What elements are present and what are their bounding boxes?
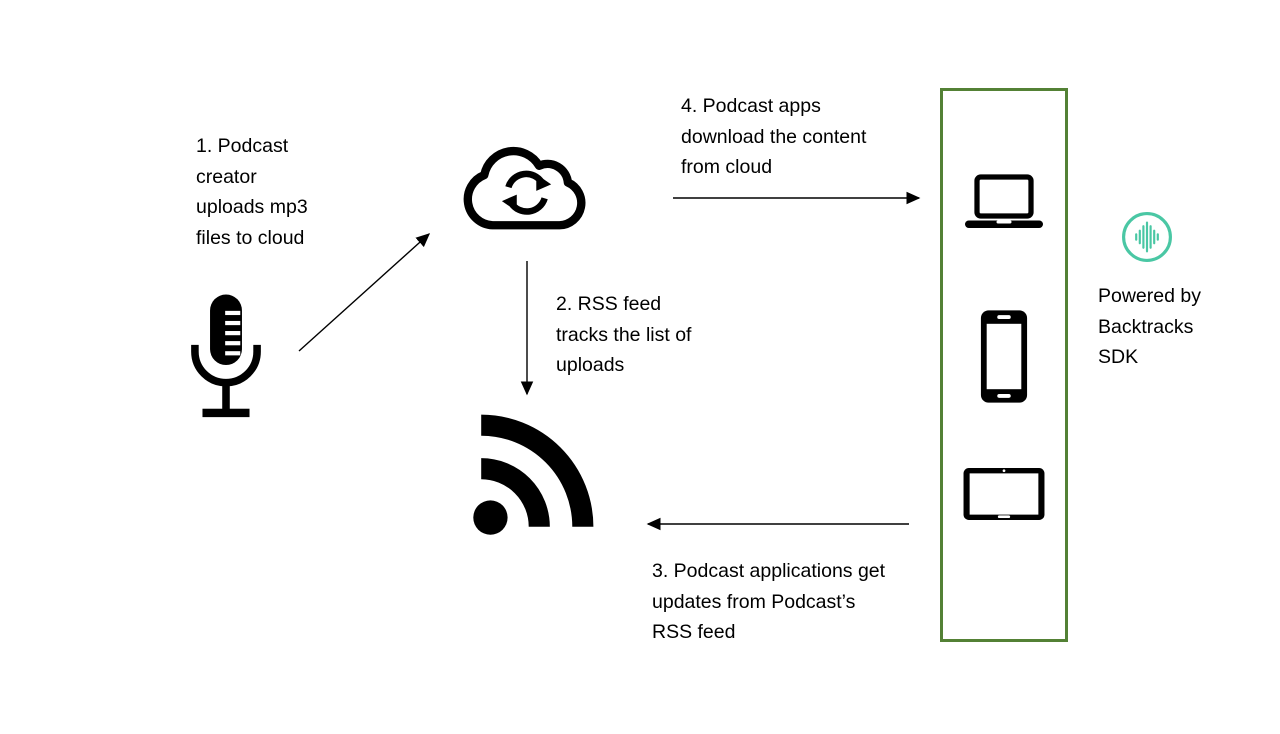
text-line: 4. Podcast apps [681, 95, 821, 117]
step4-label: 4. Podcast apps download the content fro… [681, 91, 866, 183]
text-line: updates from Podcast’s [652, 590, 856, 613]
cloud-sync-icon [463, 146, 586, 230]
text-line: Powered by [1098, 285, 1201, 307]
text-line: files to cloud [196, 226, 305, 249]
arrow-creator-to-cloud [298, 233, 431, 352]
text-line: RSS feed [652, 621, 736, 643]
text-line: uploads mp3 [196, 196, 308, 218]
text-line: Backtracks [1098, 315, 1194, 338]
backtracks-logo-icon [1122, 212, 1172, 262]
text-line: tracks the list of [556, 323, 692, 346]
step2-label: 2. RSS feed tracks the list of uploads [556, 289, 691, 381]
text-line: download the content [681, 125, 867, 148]
text-line: 3. Podcast applications get [652, 560, 886, 582]
text-line: uploads [556, 354, 625, 376]
text-line: SDK [1098, 346, 1139, 368]
smartphone-icon [980, 310, 1028, 403]
step1-label: 1. Podcast creator uploads mp3 files to … [196, 131, 308, 253]
text-line: creator [196, 165, 257, 188]
laptop-icon [965, 174, 1043, 228]
text-line: from cloud [681, 156, 773, 178]
tablet-icon [963, 468, 1045, 520]
text-line: 2. RSS feed [556, 293, 662, 315]
powered-by-label: Powered by Backtracks SDK [1098, 281, 1201, 373]
step3-label: 3. Podcast applications get updates from… [652, 556, 885, 648]
text-line: 1. Podcast [196, 135, 289, 157]
microphone-icon [191, 294, 261, 418]
devices-box [940, 88, 1068, 642]
rss-feed-icon [473, 414, 594, 535]
sync-arrows-glyph [501, 170, 552, 215]
